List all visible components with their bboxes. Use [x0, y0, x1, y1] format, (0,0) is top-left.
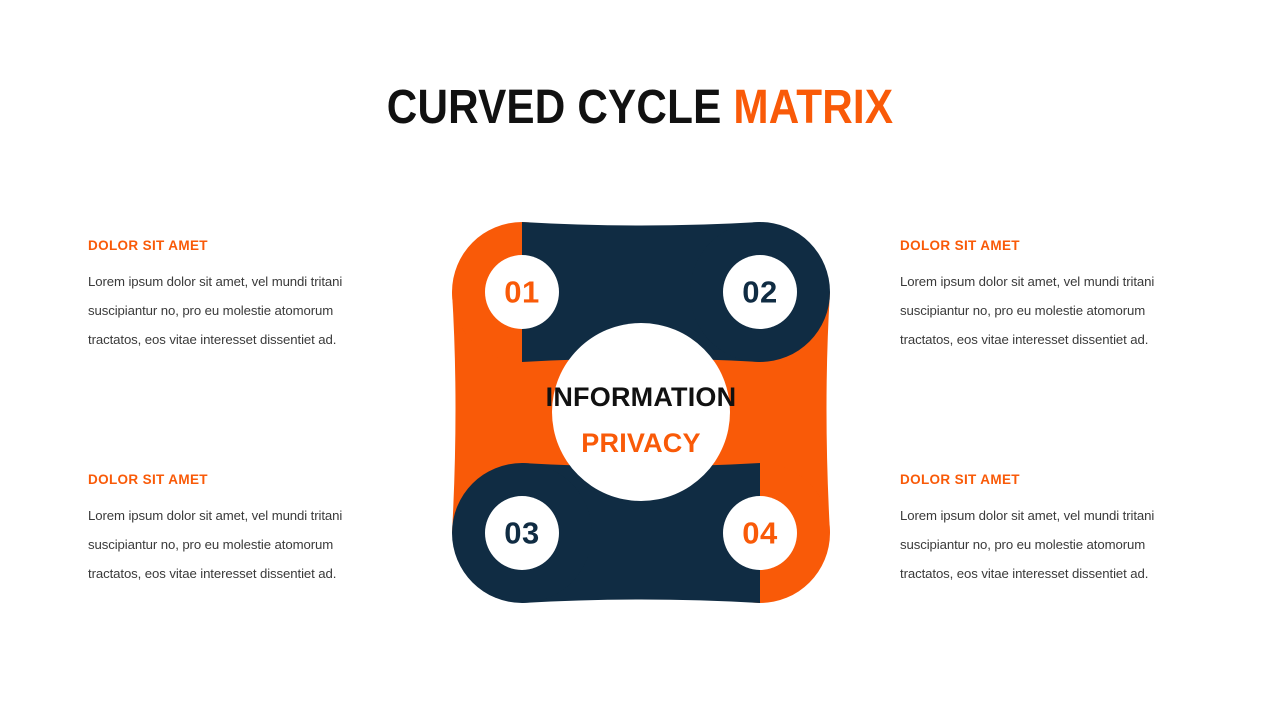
node-04-number: 04 [742, 516, 778, 551]
text-block-top-left: DOLOR SIT AMET Lorem ipsum dolor sit ame… [88, 238, 378, 354]
text-block-heading: DOLOR SIT AMET [88, 472, 208, 487]
text-block-top-right: DOLOR SIT AMET Lorem ipsum dolor sit ame… [900, 238, 1190, 354]
page-title: CURVED CYCLE MATRIX [77, 84, 1203, 132]
text-block-body: Lorem ipsum dolor sit amet, vel mundi tr… [900, 274, 1155, 347]
page-title-accent: MATRIX [733, 81, 894, 134]
node-01-number: 01 [504, 275, 539, 310]
center-disc [552, 323, 730, 501]
node-01-inner-disc [485, 255, 559, 329]
node-04-inner-disc [723, 496, 797, 570]
center-label-primary: INFORMATION [546, 382, 737, 412]
center-label-secondary: PRIVACY [581, 428, 700, 458]
node-03-number: 03 [504, 516, 539, 551]
page-title-primary: CURVED CYCLE [386, 81, 722, 134]
text-block-body: Lorem ipsum dolor sit amet, vel mundi tr… [88, 274, 343, 347]
cycle-matrix-diagram: 01 02 03 04 INFORMATION PRIVACY [435, 205, 845, 615]
text-block-bottom-right: DOLOR SIT AMET Lorem ipsum dolor sit ame… [900, 472, 1190, 588]
node-03-inner-disc [485, 496, 559, 570]
node-02-inner-disc [723, 255, 797, 329]
text-block-heading: DOLOR SIT AMET [88, 238, 208, 253]
node-02-number: 02 [742, 275, 777, 310]
text-block-heading: DOLOR SIT AMET [900, 238, 1020, 253]
text-block-heading: DOLOR SIT AMET [900, 472, 1020, 487]
text-block-bottom-left: DOLOR SIT AMET Lorem ipsum dolor sit ame… [88, 472, 378, 588]
text-block-body: Lorem ipsum dolor sit amet, vel mundi tr… [900, 508, 1155, 581]
text-block-body: Lorem ipsum dolor sit amet, vel mundi tr… [88, 508, 343, 581]
